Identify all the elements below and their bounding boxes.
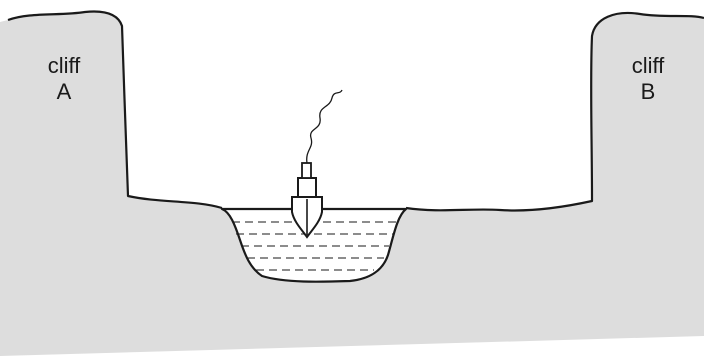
- rock-ground: [0, 11, 704, 356]
- cliff-b-letter: B: [640, 79, 656, 104]
- float-stem: [301, 162, 312, 179]
- cliff-b-word: cliff: [631, 53, 665, 78]
- cliff-a-word: cliff: [47, 53, 81, 78]
- cliff-a-label: cliff A: [24, 53, 104, 105]
- water-pool: [220, 207, 408, 283]
- float-cap: [297, 177, 317, 198]
- float-wire: [306, 89, 343, 164]
- gorge-outline: [7, 10, 704, 212]
- cliff-a-letter: A: [56, 79, 72, 104]
- cliff-b-label: cliff B: [608, 53, 688, 105]
- float-device: [291, 89, 343, 239]
- rock-bottom-fill: [0, 336, 704, 356]
